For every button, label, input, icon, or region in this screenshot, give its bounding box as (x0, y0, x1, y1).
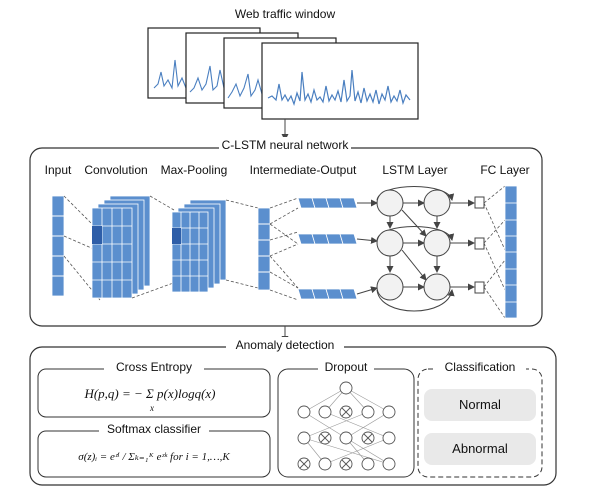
intermediate-output-blocks (297, 197, 358, 300)
dropout-network (297, 381, 396, 471)
cross-entropy-title: Cross Entropy (116, 360, 192, 374)
layer-label-max-pooling: Max-Pooling (161, 163, 228, 177)
softmax-formula: σ(z)ᵢ = eᶻⁱ / Σₖ₌₁ᴷ eᶻᵏ for i = 1,…,K (78, 451, 230, 463)
lstm-layer (356, 186, 485, 312)
intermediate-row-2 (297, 233, 358, 245)
pool-intermediate-connectors (225, 199, 259, 289)
lstm-fc-connectors (483, 185, 506, 319)
input-layer (51, 195, 65, 297)
softmax-title: Softmax classifier (107, 422, 201, 436)
classification-title: Classification (445, 360, 516, 374)
fc-layer (504, 185, 518, 319)
traffic-window-cards (147, 27, 419, 120)
dropout-title: Dropout (325, 360, 368, 374)
normal-label: Normal (424, 389, 536, 421)
cross-entropy-sum-index: x (149, 403, 154, 413)
network-title: C-LSTM neural network (222, 138, 350, 152)
intermediate-column (257, 207, 271, 291)
layer-label-intermediate-output: Intermediate-Output (250, 163, 357, 177)
max-pooling-layer (171, 199, 227, 293)
cross-entropy-formula: H(p,q) = − Σ p(x)logq(x) (83, 386, 215, 401)
convolution-layer (91, 195, 151, 299)
intermediate-row-1 (297, 197, 358, 209)
traffic-card-4 (261, 42, 419, 120)
conv-pool-connectors (131, 195, 177, 299)
anomaly-title: Anomaly detection (236, 338, 335, 352)
intermediate-row-3 (297, 288, 358, 300)
layer-label-convolution: Convolution (84, 163, 147, 177)
layer-label-lstm: LSTM Layer (382, 163, 447, 177)
layer-label-fc: FC Layer (480, 163, 529, 177)
layer-label-input: Input (45, 163, 72, 177)
traffic-window-title: Web traffic window (235, 7, 336, 21)
intermediate-connectors (269, 197, 299, 301)
abnormal-label: Abnormal (424, 433, 536, 465)
